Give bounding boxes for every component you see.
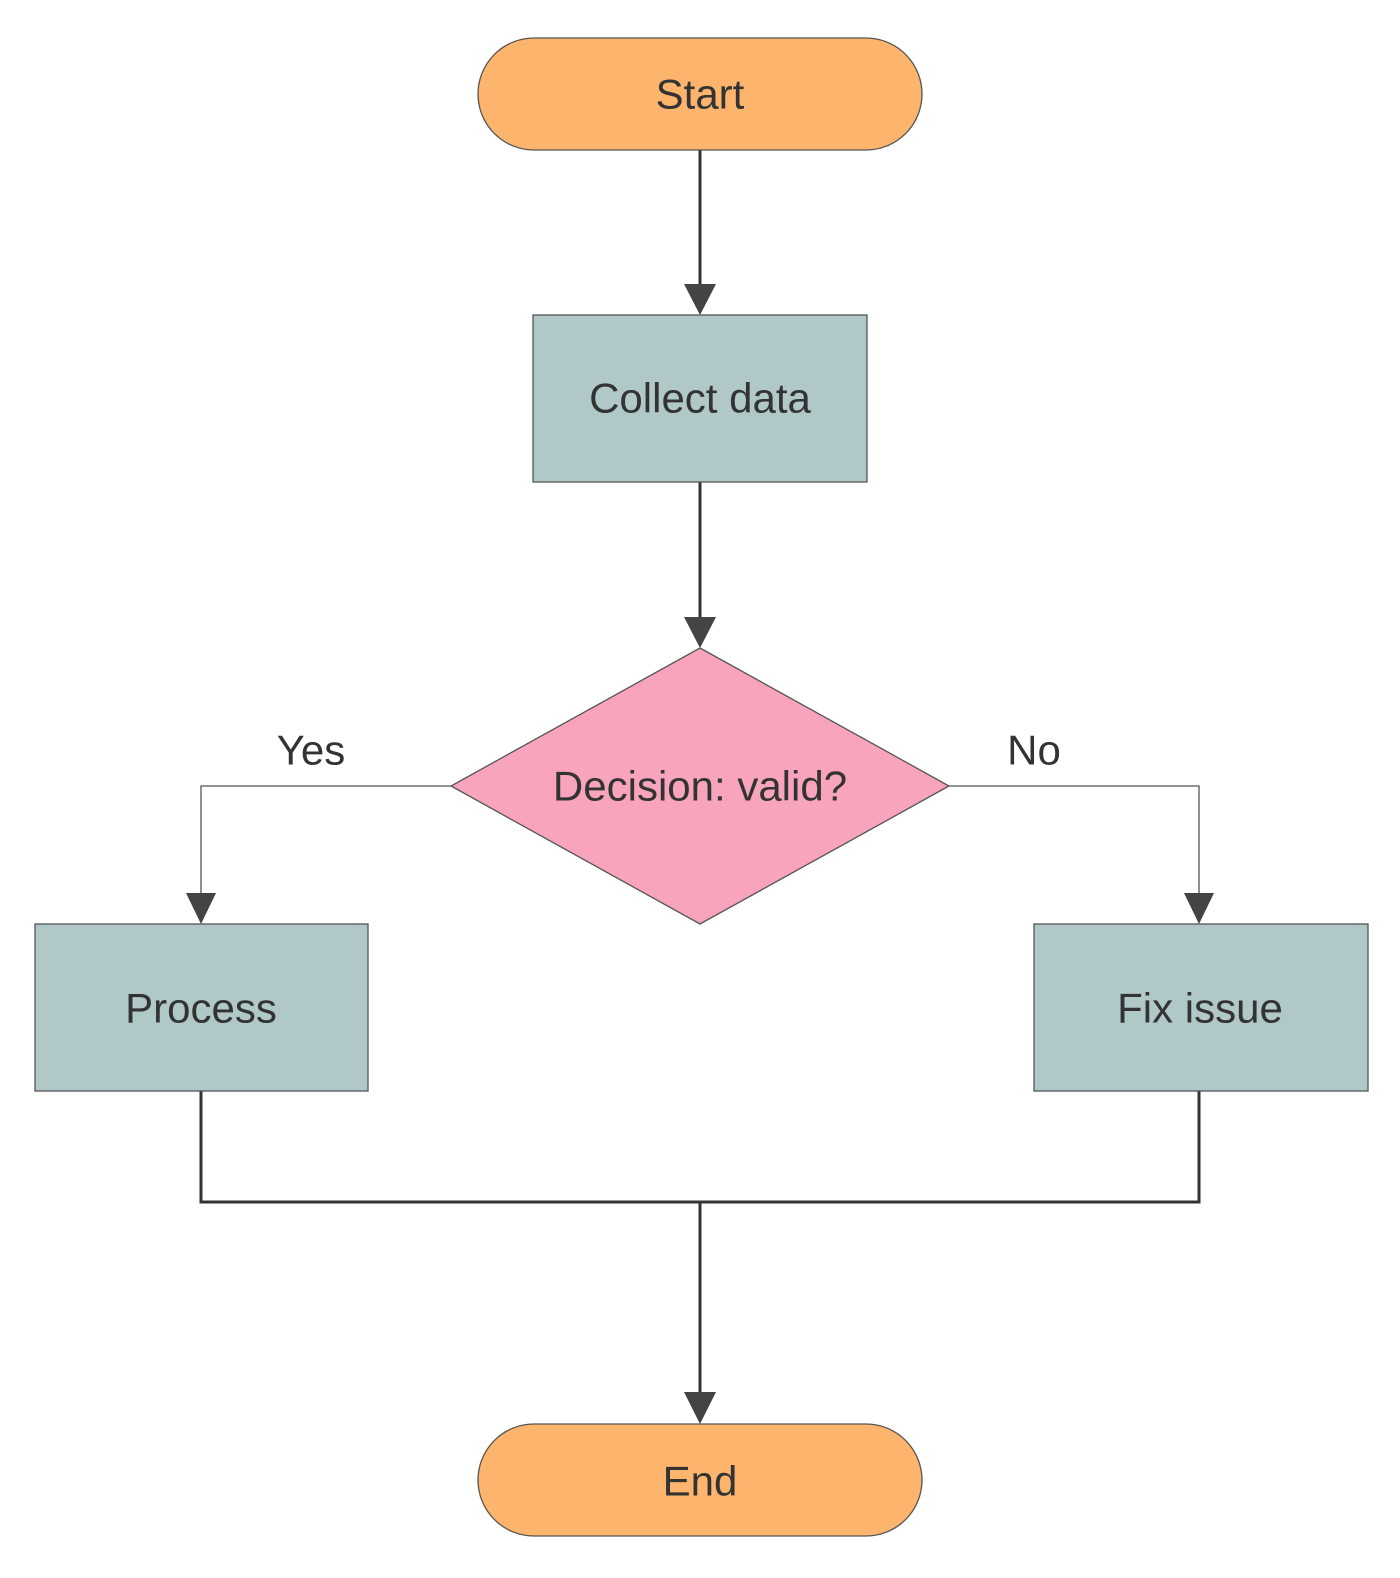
- fix-issue-shape: [1033, 923, 1369, 1092]
- fix-issue-label: Fix issue: [1117, 985, 1283, 1032]
- decision-shape: [449, 647, 951, 925]
- collect-data-label: Collect data: [589, 375, 811, 422]
- no-label: No: [1007, 727, 1061, 774]
- arrowhead-start-to-collect: [684, 284, 716, 315]
- decision-label: Decision: valid?: [553, 763, 847, 810]
- end-shape: [477, 1423, 923, 1537]
- process-shape: [34, 923, 369, 1092]
- arrowhead-yes: [186, 893, 216, 924]
- arrowhead-collect-to-decision: [684, 617, 716, 648]
- collect-data-node[interactable]: Collect data: [532, 314, 868, 483]
- edge-no: [949, 785, 1200, 900]
- collect-data-shape: [532, 314, 868, 483]
- arrowhead-no: [1184, 893, 1214, 924]
- start-shape: [477, 37, 923, 151]
- edge-yes: [200, 785, 451, 900]
- edge-fix-to-merge: [700, 1091, 1201, 1204]
- process-node[interactable]: Process: [34, 923, 369, 1092]
- edge-process-to-merge: [199, 1091, 700, 1204]
- yes-label: Yes: [277, 727, 346, 774]
- connectors: [186, 150, 1214, 1424]
- start-label: Start: [656, 71, 745, 118]
- decision-node[interactable]: Decision: valid?: [449, 647, 951, 925]
- start-node[interactable]: Start: [477, 37, 923, 151]
- fix-issue-node[interactable]: Fix issue: [1033, 923, 1369, 1092]
- end-node[interactable]: End: [477, 1423, 923, 1537]
- arrowhead-merge-to-end: [684, 1392, 716, 1424]
- process-label: Process: [125, 985, 277, 1032]
- end-label: End: [663, 1458, 738, 1505]
